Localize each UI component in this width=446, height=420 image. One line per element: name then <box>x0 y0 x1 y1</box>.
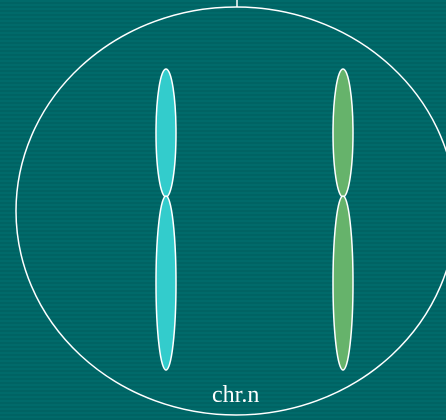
chromosome-left-lower-arm <box>156 196 176 370</box>
chromosome-left-upper-arm <box>156 69 176 197</box>
chromosome-right-lower-arm <box>333 196 353 370</box>
cell-outline <box>16 7 446 415</box>
chromosome-label: chr.n <box>212 383 259 407</box>
chromosome-left <box>156 69 176 370</box>
chromosome-right <box>333 69 353 370</box>
chromosome-right-upper-arm <box>333 69 353 197</box>
